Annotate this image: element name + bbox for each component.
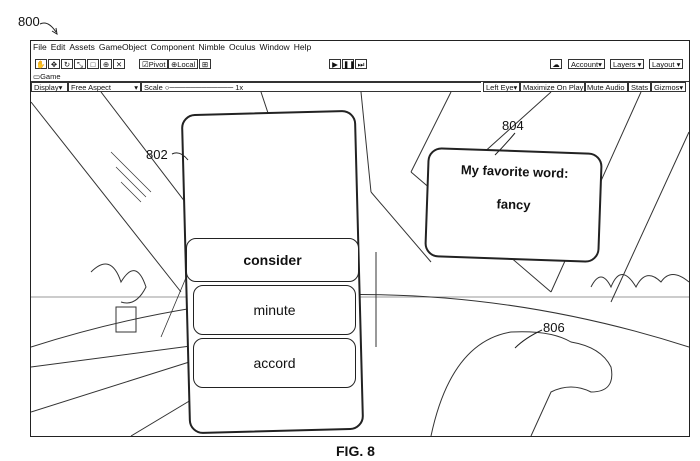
- display-dropdown[interactable]: Display▾: [31, 82, 68, 92]
- aspect-dropdown[interactable]: Free Aspect▾: [68, 82, 141, 92]
- gizmos-dropdown[interactable]: Gizmos▾: [651, 82, 687, 92]
- layout-dropdown[interactable]: Layout ▾: [649, 59, 684, 69]
- aspect-label: Free Aspect: [71, 83, 112, 92]
- account-label: Account: [571, 60, 599, 69]
- menu-window[interactable]: Window: [259, 42, 290, 52]
- ref-802-label: 802: [146, 147, 168, 162]
- mute-audio-toggle[interactable]: Mute Audio: [584, 82, 628, 92]
- rotate-tool-button[interactable]: ↻: [61, 59, 73, 69]
- custom-tool-button[interactable]: ✕: [113, 59, 125, 69]
- layers-dropdown[interactable]: Layers ▾: [610, 59, 645, 69]
- menu-edit[interactable]: Edit: [50, 42, 66, 52]
- grid-snap-button[interactable]: ⊞: [199, 59, 211, 69]
- scale-label: Scale: [144, 83, 163, 92]
- maximize-on-play-toggle[interactable]: Maximize On Play: [520, 82, 587, 92]
- stats-toggle[interactable]: Stats: [628, 82, 652, 92]
- scale-tool-button[interactable]: ⤡: [74, 59, 86, 69]
- eye-dropdown[interactable]: Left Eye▾: [483, 82, 521, 92]
- menu-oculus[interactable]: Oculus: [229, 42, 256, 52]
- cloud-icon[interactable]: ☁: [550, 59, 562, 69]
- unity-editor-window: [30, 40, 690, 437]
- menu-component[interactable]: Component: [150, 42, 195, 52]
- eye-label: Left Eye: [486, 83, 514, 92]
- step-button[interactable]: ⏭: [355, 59, 367, 69]
- account-dropdown[interactable]: Account▾: [568, 59, 605, 69]
- divider: [31, 81, 689, 82]
- favorite-word-panel: My favorite word: fancy: [424, 146, 603, 264]
- pivot-toggle[interactable]: ☑Pivot: [139, 59, 169, 69]
- tab-game[interactable]: ▭Game: [33, 72, 61, 81]
- option-minute-button[interactable]: minute: [193, 285, 356, 335]
- menu-nimble[interactable]: Nimble: [198, 42, 225, 52]
- menu-bar: File Edit Assets GameObject Component Ni…: [33, 42, 311, 52]
- ref-arrow-icon: [39, 22, 58, 35]
- hand-tool-button[interactable]: ✋: [35, 59, 47, 69]
- local-toggle[interactable]: ⊕Local: [168, 59, 199, 69]
- menu-gameobject[interactable]: GameObject: [98, 42, 147, 52]
- scale-value: 1x: [235, 83, 244, 92]
- display-label: Display: [34, 83, 59, 92]
- play-button[interactable]: ▶: [329, 59, 341, 69]
- pause-button[interactable]: ❚❚: [342, 59, 356, 69]
- game-tab-label: Game: [40, 72, 61, 81]
- figure-ref-label: 800: [18, 14, 40, 29]
- ref-806-label: 806: [543, 320, 565, 335]
- figure-caption: FIG. 8: [336, 443, 375, 459]
- rect-tool-button[interactable]: □: [87, 59, 99, 69]
- favorite-title: My favorite word:: [460, 162, 569, 181]
- menu-file[interactable]: File: [33, 42, 47, 52]
- local-label: Local: [177, 60, 196, 69]
- favorite-word: fancy: [496, 196, 531, 213]
- option-consider-button[interactable]: consider: [186, 238, 359, 282]
- gizmos-label: Gizmos: [654, 83, 680, 92]
- scale-slider[interactable]: Scale ○──────────── 1x: [141, 82, 481, 92]
- ref-804-label: 804: [502, 118, 524, 133]
- layers-label: Layers: [613, 60, 636, 69]
- move-tool-button[interactable]: ✥: [48, 59, 60, 69]
- pivot-label: Pivot: [148, 60, 166, 69]
- option-accord-button[interactable]: accord: [193, 338, 356, 388]
- transform-tool-button[interactable]: ⊕: [100, 59, 112, 69]
- menu-assets[interactable]: Assets: [69, 42, 95, 52]
- menu-help[interactable]: Help: [293, 42, 312, 52]
- layout-label: Layout: [652, 60, 675, 69]
